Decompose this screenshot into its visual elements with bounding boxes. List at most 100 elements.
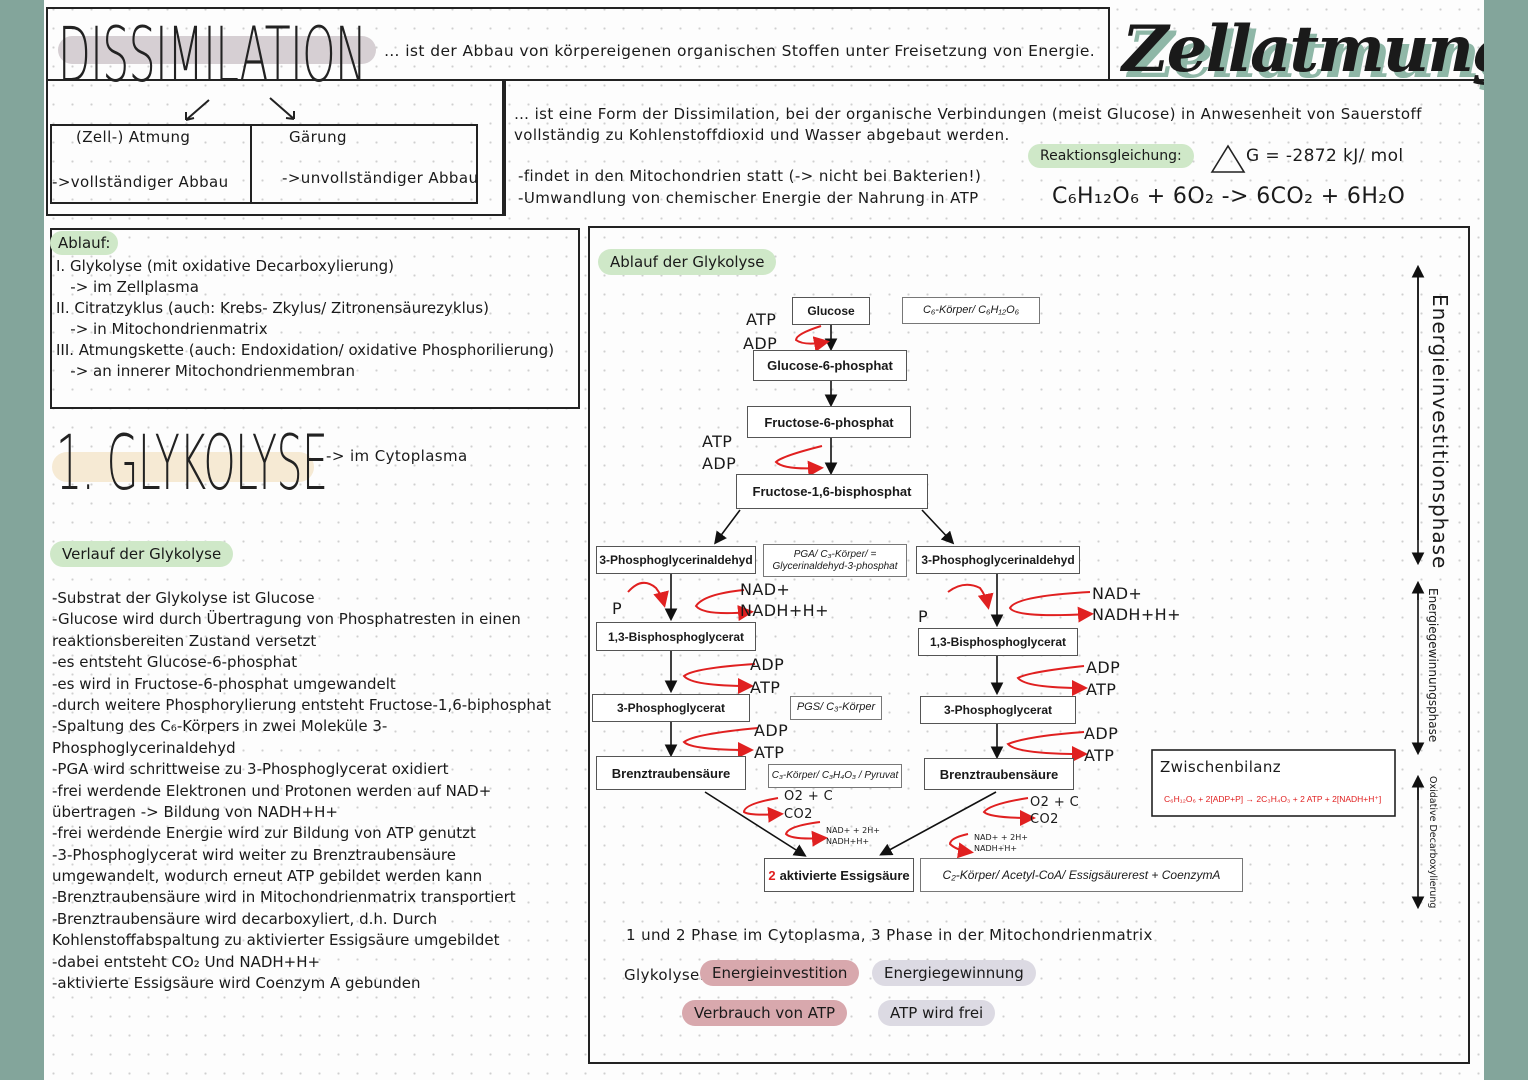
legend-energieinvestition: Energieinvestition [700, 960, 860, 986]
step-line: -aktivierte Essigsäure wird Coenzym A ge… [52, 974, 421, 993]
glykolyse-highlight [52, 452, 314, 482]
label-p: P [918, 607, 929, 626]
label-adp: ADP [1086, 658, 1121, 677]
label-atp: ATP [1084, 746, 1115, 765]
type-gaerung-name: Gärung [289, 128, 347, 146]
step-line: reaktionsbereiten Zustand versetzt [52, 631, 317, 650]
label-nadh-small: NADH+H+ [974, 844, 1018, 853]
step-line: -Spaltung des C₆-Körpers in zwei Molekül… [52, 717, 388, 736]
diagram-footnote: 1 und 2 Phase im Cytoplasma, 3 Phase in … [626, 926, 1153, 944]
label-nad-small: NAD+ + 2H+ [974, 833, 1028, 842]
dissimilation-types-panel [46, 79, 506, 216]
step-line: -es entsteht Glucose-6-phosphat [52, 653, 298, 672]
step-line: übertragen -> Bildung von NADH+H+ [52, 802, 338, 821]
delta-g-value: G = -2872 kJ/ mol [1246, 146, 1404, 166]
essig-count: 2 [768, 867, 776, 883]
node-fructose-1-6-bisphosphat: Fructose-1,6-bisphosphat [736, 474, 928, 509]
node-bpg-right: 1,3-Bisphosphoglycerat [918, 628, 1078, 656]
glykolyse-location: -> im Cytoplasma [326, 447, 468, 465]
phase-energiegewinnung-label: Energiegewinnungsphase [1426, 588, 1440, 743]
step-line: Phosphoglycerinaldehyd [52, 738, 236, 757]
reaction-equation: C₆H₁₂O₆ + 6O₂ -> 6CO₂ + 6H₂O [1052, 184, 1406, 209]
glykolyse-title: 1. GLYKOLYSE [56, 418, 328, 507]
label-nad-small: NAD+ + 2H+ [826, 826, 880, 835]
zellatmung-title-shadow: Zellatmung [1128, 18, 1484, 93]
diagram-arrows [627, 264, 1425, 910]
step-line: -Glucose wird durch Übertragung von Phos… [52, 610, 521, 629]
note-page: DISSIMILATION … ist der Abbau von körper… [44, 0, 1484, 1080]
step-line: -Substrat der Glykolyse ist Glucose [52, 589, 315, 607]
essig-label: aktivierte Essigsäure [779, 867, 910, 883]
types-table-divider [250, 124, 252, 204]
label-adp: ADP [702, 454, 737, 473]
label-nadh: NADH+H+ [1092, 605, 1181, 624]
label-co2: CO2 [784, 807, 813, 822]
ablauf-line: -> an innerer Mitochondrienmembran [56, 362, 355, 380]
zellatmung-fact-2: -Umwandlung von chemischer Energie der N… [518, 189, 979, 207]
note-brenz: C₃-Körper/ C₃H₄O₃ / Pyruvat [768, 764, 902, 788]
step-line: -Brenztraubensäure wird in Mitochondrien… [52, 888, 516, 907]
type-atmung-name: (Zell-) Atmung [76, 128, 191, 146]
label-atp: ATP [746, 310, 777, 329]
dissimilation-split-arrows [185, 97, 295, 121]
node-fructose-6-phosphat: Fructose-6-phosphat [747, 406, 911, 438]
node-brenz-left: Brenztraubensäure [596, 756, 746, 790]
zellatmung-fact-1: -findet in den Mitochondrien statt (-> n… [518, 167, 982, 185]
zellatmung-def-1: … ist eine Form der Dissimilation, bei d… [514, 105, 1422, 123]
label-nad: NAD+ [740, 580, 791, 599]
step-line: Kohlenstoffabspaltung zu aktivierter Ess… [52, 931, 500, 950]
note-acetyl-coa: C₂-Körper/ Acetyl-CoA/ Essigsäurerest + … [920, 858, 1243, 892]
label-adp: ADP [754, 721, 789, 740]
label-atp: ATP [754, 743, 785, 762]
node-pga-left: 3-Phosphoglycerinaldehyd [596, 546, 756, 574]
legend-verbrauch-atp: Verbrauch von ATP [682, 1000, 848, 1026]
label-o2c: O2 + C [1030, 795, 1080, 810]
zellatmung-title: Zellatmung [1122, 12, 1484, 87]
label-o2c: O2 + C [784, 789, 834, 804]
zwischenbilanz-equation: C₆H₁₂O₆ + 2[ADP+P] → 2C₃H₄O₃ + 2 ATP + 2… [1164, 794, 1382, 804]
step-line: -Brenztraubensäure wird decarboxyliert, … [52, 909, 438, 928]
label-atp: ATP [1086, 680, 1117, 699]
ablauf-line: III. Atmungskette (auch: Endoxidation/ o… [56, 341, 555, 359]
step-line: -frei werdende Energie wird zur Bildung … [52, 824, 476, 843]
step-line: -es wird in Fructose-6-phosphat umgewand… [52, 674, 396, 693]
title-highlight [58, 36, 376, 64]
diagram-label: Ablauf der Glykolyse [598, 249, 777, 275]
node-pga-right: 3-Phosphoglycerinaldehyd [916, 546, 1080, 574]
node-pg-right: 3-Phosphoglycerat [920, 696, 1076, 724]
label-atp: ATP [750, 678, 781, 697]
dissimilation-definition: … ist der Abbau von körpereigenen organi… [384, 42, 1096, 60]
node-glucose: Glucose [792, 297, 870, 325]
note-pga: PGA/ C₃-Körper/ = Glycerinaldehyd-3-phos… [763, 544, 907, 577]
step-line: -dabei entsteht CO₂ Und NADH+H+ [52, 952, 321, 971]
label-nad: NAD+ [1092, 584, 1143, 603]
note-c6-koerper: C₆-Körper/ C₆H₁₂O₆ [902, 297, 1040, 324]
glykolyse-diagram-frame [588, 226, 1470, 1064]
ablauf-line: -> im Zellplasma [56, 278, 199, 296]
label-atp: ATP [702, 432, 733, 451]
zwischenbilanz-title: Zwischenbilanz [1160, 758, 1282, 776]
node-aktivierte-essigsaeure: 2 aktivierte Essigsäure [764, 858, 914, 892]
reaction-label: Reaktionsgleichung: [1028, 144, 1194, 168]
node-brenz-right: Brenztraubensäure [924, 758, 1074, 790]
legend-energiegewinnung: Energiegewinnung [872, 960, 1036, 986]
step-line: -PGA wird schrittweise zu 3-Phosphoglyce… [52, 760, 449, 779]
label-nadh-small: NADH+H+ [826, 837, 870, 846]
note-pgs: PGS/ C₃-Körper [790, 696, 882, 720]
type-atmung-desc: ->vollständiger Abbau [52, 173, 229, 191]
dissimilation-title: DISSIMILATION [58, 10, 367, 99]
label-p: P [612, 599, 623, 618]
label-co2: CO2 [1030, 812, 1059, 827]
ablauf-line: -> in Mitochondrienmatrix [56, 320, 268, 338]
phase-energieinvestition-label: Energieinvestitionsphase [1428, 294, 1452, 570]
ablauf-line: I. Glykolyse (mit oxidative Decarboxylie… [56, 257, 394, 275]
node-pg-left: 3-Phosphoglycerat [592, 694, 750, 722]
legend-label: Glykolyse: [624, 966, 706, 984]
delta-icon [1210, 144, 1246, 173]
step-line: -durch weitere Phosphorylierung entsteht… [52, 695, 551, 714]
label-adp: ADP [743, 334, 778, 353]
label-nadh: NADH+H+ [740, 601, 829, 620]
types-table [50, 124, 478, 204]
node-glucose-6-phosphat: Glucose-6-phosphat [753, 350, 907, 381]
type-gaerung-desc: ->unvollständiger Abbau [282, 169, 479, 187]
